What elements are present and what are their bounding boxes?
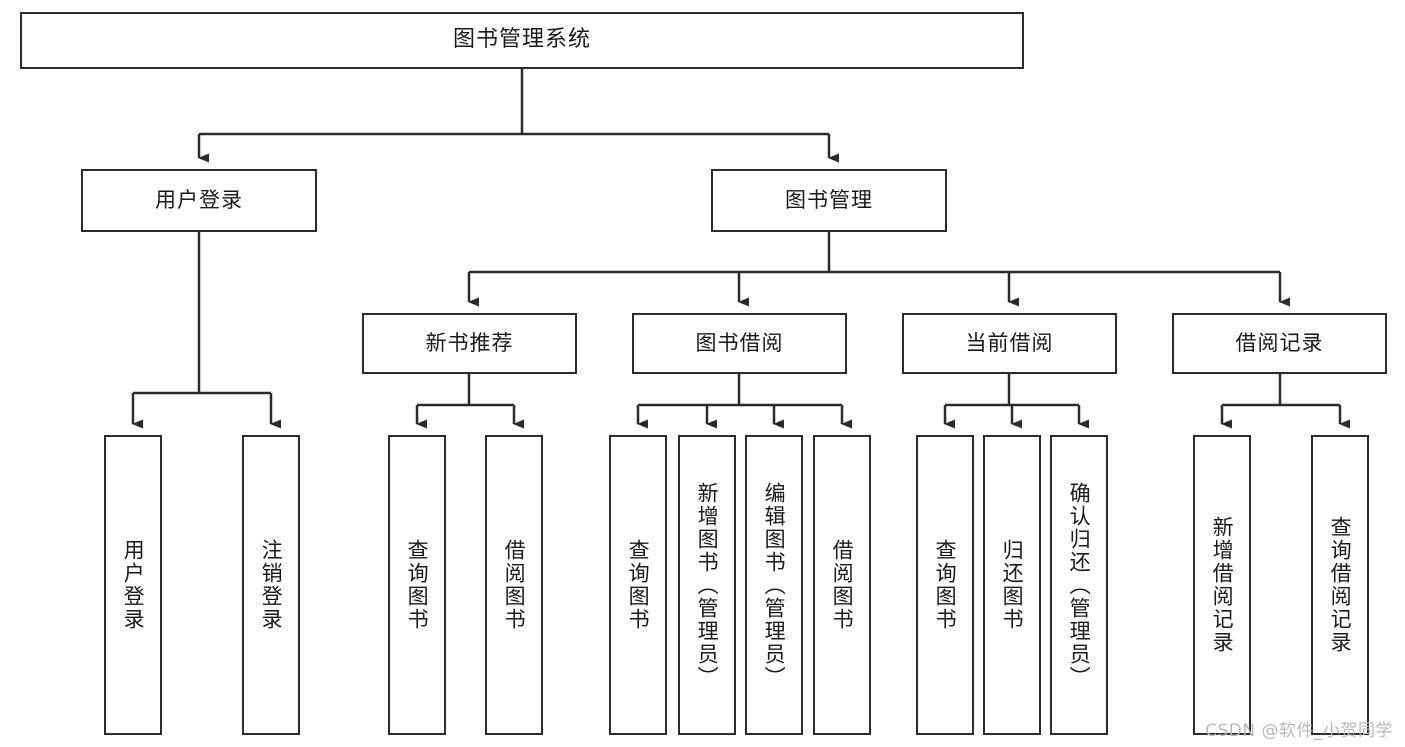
node-label: 用户登录 [155, 187, 243, 212]
leaf-borrow-book[interactable]: 借阅图书 [813, 435, 871, 735]
leaf-return-book[interactable]: 归还图书 [983, 435, 1041, 735]
leaf-confirm-return-admin[interactable]: 确认归还（管理员） [1050, 435, 1108, 735]
node-label: 确认归还（管理员） [1067, 481, 1092, 689]
leaf-edit-book-admin[interactable]: 编辑图书（管理员） [745, 435, 803, 735]
node-borrow-record[interactable]: 借阅记录 [1172, 313, 1387, 374]
node-label: 注销登录 [259, 539, 284, 631]
node-new-book-recommend[interactable]: 新书推荐 [362, 313, 577, 374]
leaf-query-book-current[interactable]: 查询图书 [916, 435, 974, 735]
node-label: 编辑图书（管理员） [762, 481, 787, 689]
leaf-query-borrow-record[interactable]: 查询借阅记录 [1311, 435, 1369, 735]
leaf-add-borrow-record[interactable]: 新增借阅记录 [1193, 435, 1251, 735]
node-root-book-management-system[interactable]: 图书管理系统 [20, 12, 1024, 69]
node-label: 查询借阅记录 [1328, 516, 1353, 654]
node-label: 当前借阅 [965, 330, 1054, 355]
node-label: 图书管理系统 [452, 27, 591, 53]
node-book-management[interactable]: 图书管理 [711, 169, 947, 232]
node-label: 借阅图书 [502, 539, 527, 631]
node-label: 图书借阅 [695, 330, 784, 355]
node-label: 新增图书（管理员） [695, 481, 720, 689]
node-label: 归还图书 [1000, 539, 1025, 631]
node-current-borrow[interactable]: 当前借阅 [902, 313, 1117, 374]
node-label: 用户登录 [121, 539, 146, 631]
leaf-query-book-recommend[interactable]: 查询图书 [388, 435, 446, 735]
node-label: 借阅记录 [1235, 330, 1324, 355]
node-label: 查询图书 [405, 539, 430, 631]
node-label: 图书管理 [785, 187, 873, 212]
node-book-borrow[interactable]: 图书借阅 [632, 313, 847, 374]
csdn-watermark: CSDN @软件_小贺同学 [1205, 721, 1393, 741]
node-label: 查询图书 [626, 539, 651, 631]
leaf-borrow-book-recommend[interactable]: 借阅图书 [485, 435, 543, 735]
node-label: 查询图书 [933, 539, 958, 631]
leaf-logout[interactable]: 注销登录 [242, 435, 300, 735]
leaf-user-login[interactable]: 用户登录 [104, 435, 162, 735]
leaf-add-book-admin[interactable]: 新增图书（管理员） [678, 435, 736, 735]
node-label: 新增借阅记录 [1210, 516, 1235, 654]
node-user-login[interactable]: 用户登录 [81, 169, 317, 232]
node-label: 借阅图书 [830, 539, 855, 631]
leaf-query-book-borrow[interactable]: 查询图书 [609, 435, 667, 735]
node-label: 新书推荐 [425, 330, 514, 355]
